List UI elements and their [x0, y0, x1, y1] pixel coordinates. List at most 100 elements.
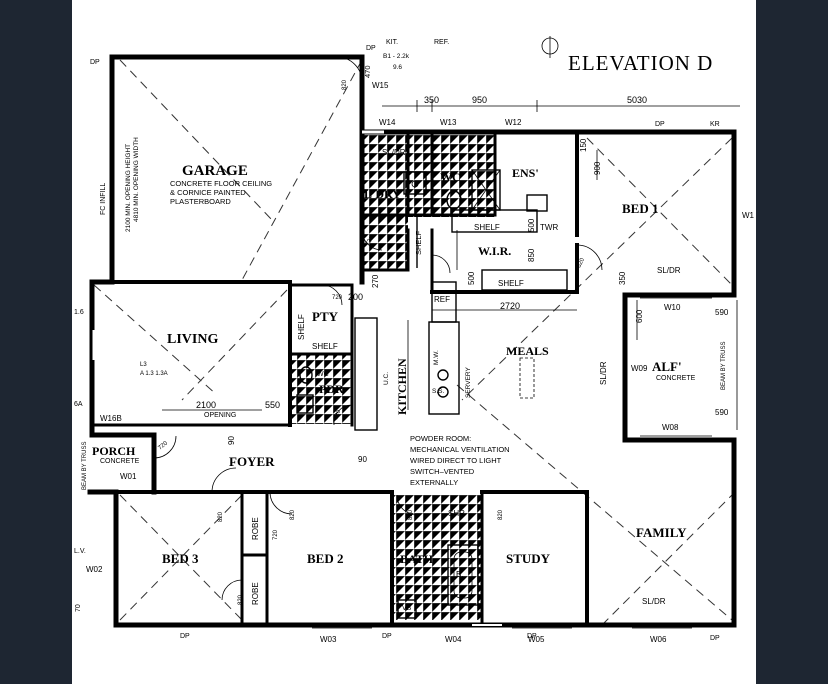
dim-150: 150: [579, 138, 588, 152]
laundry-tiles: [362, 215, 408, 269]
alfresco-note: CONCRETE: [656, 375, 696, 382]
door-size-pantry: 720: [332, 295, 343, 301]
kitchen-benches: [354, 209, 568, 431]
dim-590-bottom: 590: [715, 408, 729, 417]
dim-90-right: 90: [358, 455, 367, 464]
garage-opening-width: 4810 MIN. OPENING WIDTH: [133, 137, 140, 222]
shelf-wir-top: SHELF: [474, 223, 500, 232]
porch-note: CONCRETE: [100, 458, 140, 465]
downpipe-bottom-1: DP: [180, 633, 190, 640]
kr-label: KR: [710, 121, 720, 128]
bath-label: BATH: [400, 552, 434, 566]
bed3-label: BED 3: [162, 551, 199, 566]
living-label: LIVING: [167, 332, 218, 347]
window-w09: W09: [631, 364, 648, 373]
door-size-bath: 820: [408, 509, 414, 520]
window-w14: W14: [379, 118, 396, 127]
door-size-study: 820: [498, 509, 504, 520]
alfresco-label: ALF': [652, 359, 682, 374]
downpipe-top-1: DP: [366, 45, 376, 52]
window-markings: [92, 130, 738, 629]
window-w05: W05: [528, 635, 545, 644]
shelf-wir-bottom: SHELF: [498, 279, 524, 288]
ref-top-label: REF.: [434, 39, 449, 46]
dim-950-top: 950: [472, 95, 487, 105]
window-w12: W12: [505, 118, 522, 127]
kit-label: KIT.: [386, 39, 398, 46]
door-size-powder: 820: [333, 409, 342, 421]
window-w13: W13: [440, 118, 457, 127]
bed2-label: BED 2: [307, 551, 343, 566]
fixtures: [296, 169, 548, 619]
powder-note-2: MECHANICAL VENTILATION: [410, 445, 510, 454]
dim-850: 850: [527, 248, 536, 262]
powder-label: PDR: [319, 382, 344, 396]
shelf-pantry-vertical: SHELF: [297, 314, 306, 340]
vanity-label: VB: [402, 605, 412, 612]
window-w1: W1: [742, 211, 755, 220]
dim-550: 550: [265, 400, 280, 410]
microwave-label: M.W.: [433, 350, 440, 365]
dim-270: 270: [371, 274, 380, 288]
dim-470: 470: [363, 65, 372, 78]
dim-600: 600: [635, 309, 644, 323]
window-w06: W06: [650, 635, 667, 644]
door-size-robe-2: 820: [238, 594, 244, 605]
downpipe-bottom-3: DP: [527, 633, 537, 640]
downpipe-top-left: DP: [90, 59, 100, 66]
window-w08: W08: [662, 423, 679, 432]
pantry-label: PTY: [312, 309, 339, 324]
fridge-label: REF: [434, 295, 450, 304]
dim-200: 200: [348, 292, 363, 302]
door-size-bed1: 820: [576, 257, 586, 269]
dim-5030-top: 5030: [627, 95, 647, 105]
shelf-laundry: SHELF: [414, 230, 423, 255]
sink-tub-label: SL/DR: [382, 148, 406, 157]
door-size-laundry: 720: [365, 235, 376, 247]
window-w01: W01: [120, 472, 137, 481]
powder-note-4: SWITCH–VENTED: [410, 467, 475, 476]
garage-note-3: PLASTERBOARD: [170, 197, 231, 206]
bathtub-label: B.: [456, 570, 464, 579]
robe-upper-label: ROBE: [251, 517, 260, 540]
powder-note-5: EXTERNALLY: [410, 478, 458, 487]
dim-500-wir: 500: [527, 218, 536, 232]
downpipe-bottom-2: DP: [382, 633, 392, 640]
kitchen-label: KITCHEN: [395, 358, 409, 415]
door-size-robe-1: 720: [273, 529, 279, 540]
laundry-label: L'DRY: [364, 187, 401, 201]
study-label: STUDY: [506, 551, 551, 566]
downpipe-top-right: DP: [655, 121, 665, 128]
dimension-lines: [162, 100, 740, 411]
dim-900: 900: [593, 161, 602, 175]
wet-area-tiles: [362, 135, 495, 217]
window-w10: W10: [664, 303, 681, 312]
sink-ss-label: S.S.: [432, 388, 444, 395]
powder-wc-label: WC: [317, 371, 329, 378]
dim-350-top: 350: [424, 95, 439, 105]
wir-label: W.I.R.: [478, 244, 511, 258]
bed1-label: BED 1: [622, 201, 658, 216]
porch-beam-label: BEAM BY TRUSS: [82, 442, 88, 490]
downpipe-bottom-4: DP: [710, 635, 720, 642]
bath-tiles: [392, 495, 482, 620]
porch-label: PORCH: [92, 444, 136, 458]
dim-6a: 6A: [74, 401, 83, 408]
window-w04: W04: [445, 635, 462, 644]
dim-500-lower: 500: [467, 271, 476, 285]
plan-sheet: ELEVATION D: [72, 0, 756, 684]
family-label: FAMILY: [636, 525, 687, 540]
wc-label: WC: [440, 170, 461, 184]
dim-9-6: 9.6: [393, 64, 402, 71]
shelf-pantry: SHELF: [312, 342, 338, 351]
dim-2100: 2100: [196, 400, 216, 410]
dim-350-bed1: 350: [618, 271, 627, 285]
roof-hip-lines: [93, 59, 733, 626]
door-size-garage: 820: [342, 79, 348, 90]
dim-70: 70: [75, 604, 82, 612]
family-sliding-door: SL/DR: [642, 597, 666, 606]
door-size-bed3: 820: [218, 511, 224, 522]
meals-sliding-door: SL/DR: [599, 361, 608, 385]
fc-infill-label: FC INFILL: [100, 183, 107, 215]
ensuite-label: ENS': [512, 166, 539, 180]
